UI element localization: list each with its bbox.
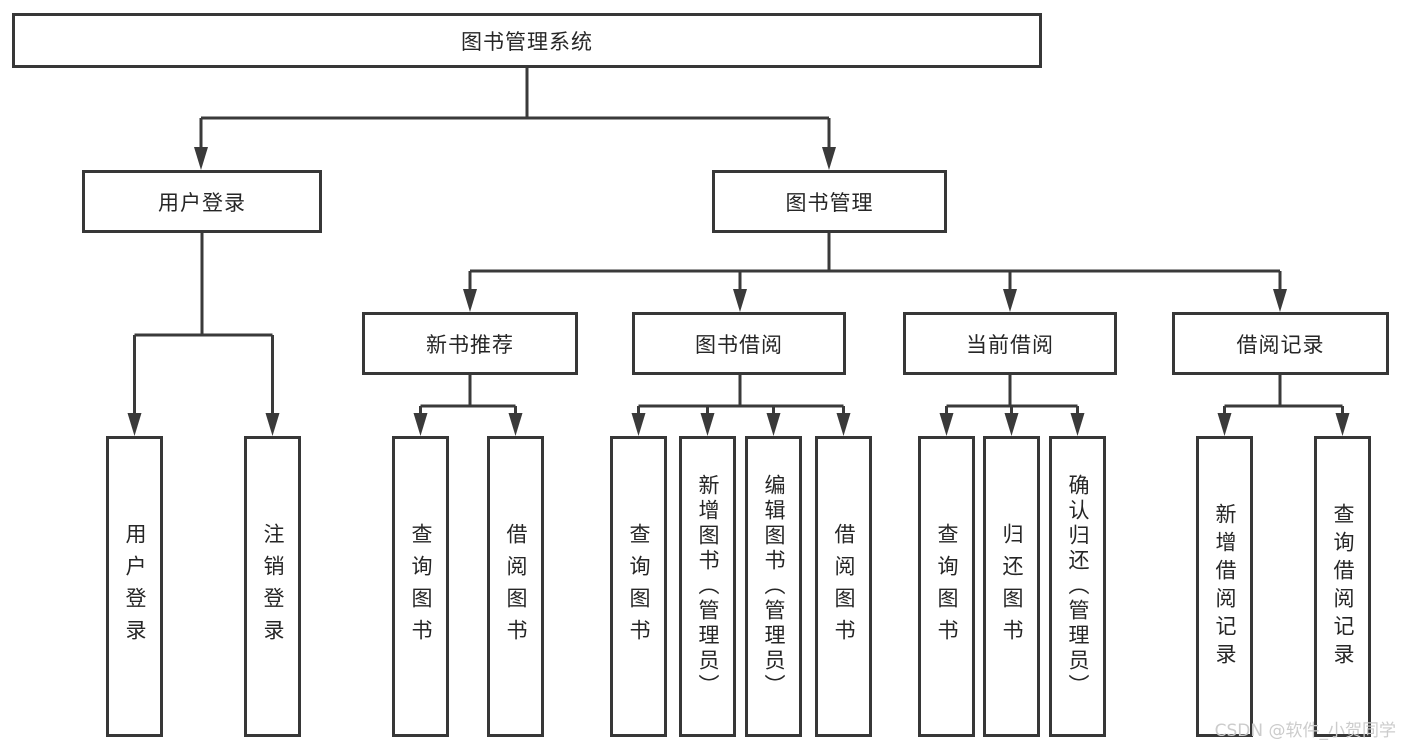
leaf-query-books-borrow: 查询图书 bbox=[610, 436, 667, 737]
leaf-borrow-books: 借阅图书 bbox=[815, 436, 872, 737]
leaf-confirm-return-admin: 确认归还（管理员） bbox=[1049, 436, 1106, 737]
node-user-login: 用户登录 bbox=[82, 170, 322, 233]
leaf-return-book: 归还图书 bbox=[983, 436, 1040, 737]
leaf-add-book-admin: 新增图书（管理员） bbox=[679, 436, 736, 737]
node-root: 图书管理系统 bbox=[12, 13, 1042, 68]
leaf-user-login: 用户登录 bbox=[106, 436, 163, 737]
leaf-edit-book-admin: 编辑图书（管理员） bbox=[745, 436, 802, 737]
leaf-logout: 注销登录 bbox=[244, 436, 301, 737]
node-borrow-records: 借阅记录 bbox=[1172, 312, 1389, 375]
leaf-add-borrow-record: 新增借阅记录 bbox=[1196, 436, 1253, 737]
leaf-query-books-current: 查询图书 bbox=[918, 436, 975, 737]
leaf-borrow-books-recommend: 借阅图书 bbox=[487, 436, 544, 737]
leaf-query-books-recommend: 查询图书 bbox=[392, 436, 449, 737]
node-new-book-recommend: 新书推荐 bbox=[362, 312, 578, 375]
watermark: CSDN @软件_小贺同学 bbox=[1214, 721, 1396, 741]
leaf-query-borrow-record: 查询借阅记录 bbox=[1314, 436, 1371, 737]
node-book-borrow: 图书借阅 bbox=[632, 312, 846, 375]
node-current-borrow: 当前借阅 bbox=[903, 312, 1117, 375]
arrowheads bbox=[127, 147, 1350, 436]
node-book-management: 图书管理 bbox=[712, 170, 947, 233]
